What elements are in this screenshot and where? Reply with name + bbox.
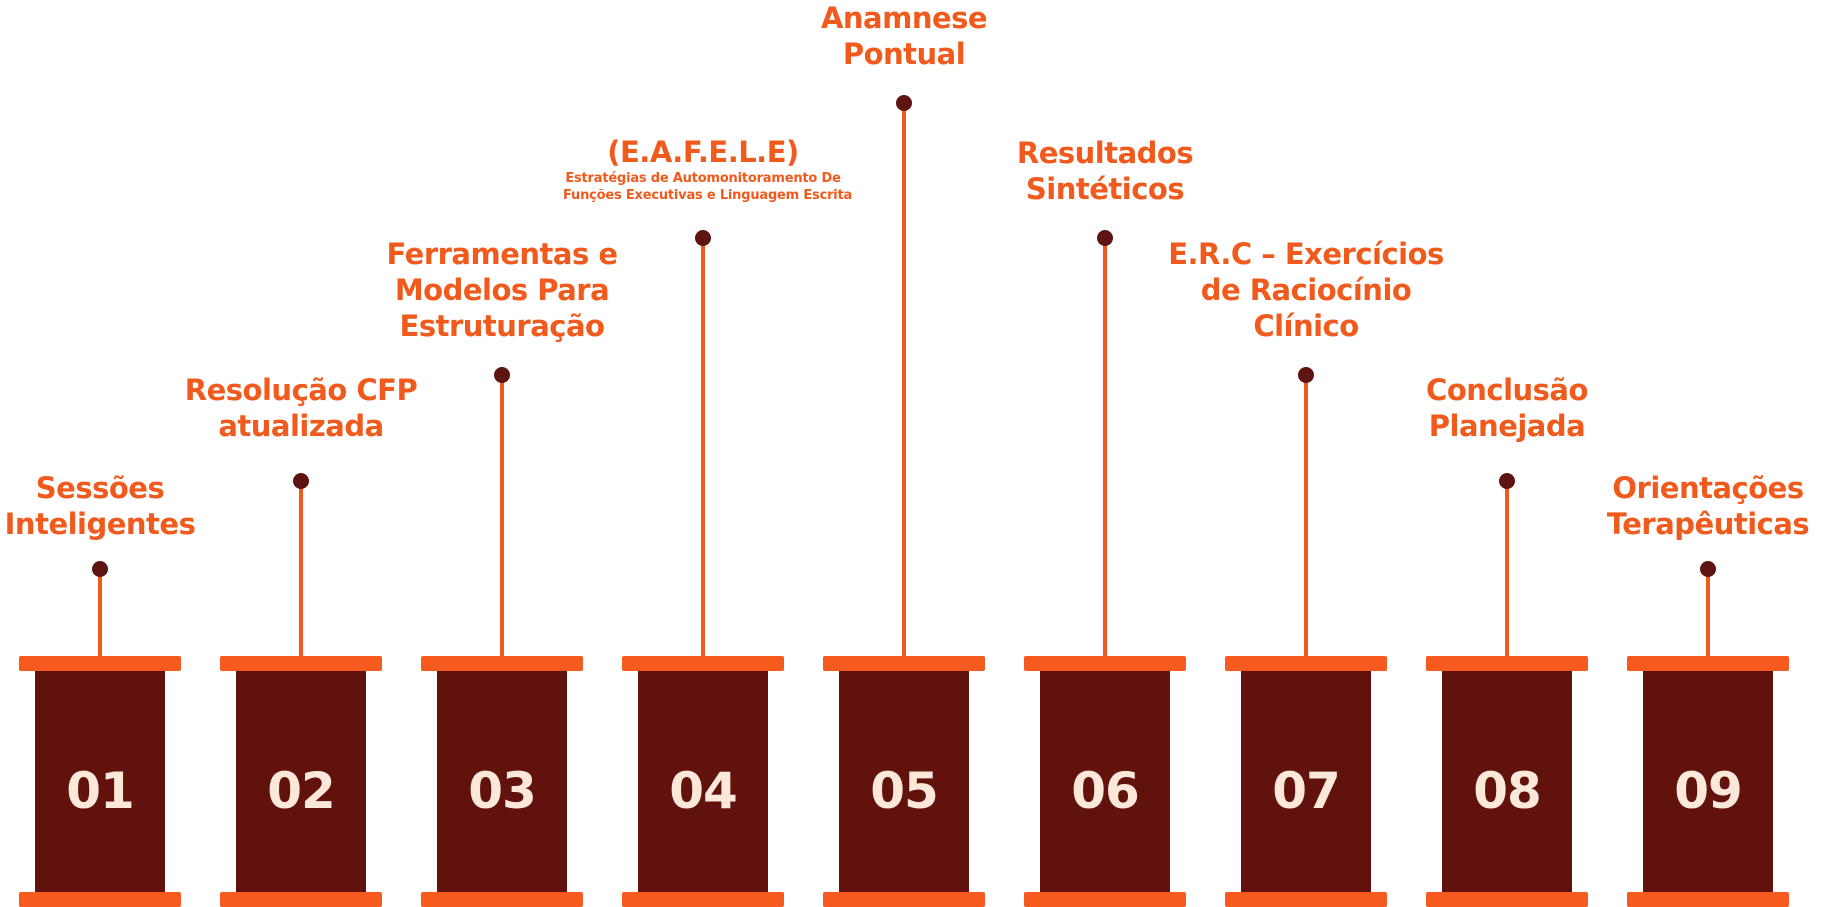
- step-title-line: Anamnese: [820, 1, 988, 35]
- step-title-line: Inteligentes: [4, 507, 196, 541]
- step-title-line: Modelos Para: [394, 273, 610, 307]
- step-title-line: Estruturação: [399, 309, 605, 343]
- connector-dot: [1700, 561, 1716, 577]
- pillar-body: 02: [236, 671, 366, 892]
- step-column: Resolução CFP atualizada 02: [185, 0, 418, 907]
- pillar-body: 07: [1241, 671, 1371, 892]
- pillar-bottom-cap: [1225, 892, 1387, 907]
- step-title-line: (E.A.F.E.L.E): [607, 135, 799, 169]
- connector-stem: [1103, 238, 1107, 656]
- step-title-line: Resultados: [1016, 136, 1194, 170]
- pillar-body: 06: [1040, 671, 1170, 892]
- connector-dot: [494, 367, 510, 383]
- pillar-bottom-cap: [421, 892, 583, 907]
- connector-stem: [701, 238, 705, 656]
- step-title-line: Terapêuticas: [1606, 507, 1810, 541]
- step-label: (E.A.F.E.L.E) Estratégias de Automonitor…: [563, 134, 853, 204]
- connector-dot: [1097, 230, 1113, 246]
- step-label: Ferramentas e Modelos Para Estruturação: [362, 236, 642, 344]
- pillar-top-cap: [1627, 656, 1789, 671]
- pillar-top-cap: [19, 656, 181, 671]
- step-title-line: atualizada: [218, 409, 384, 443]
- pillar-bottom-cap: [622, 892, 784, 907]
- step-label: Anamnese Pontual: [764, 0, 1044, 72]
- pillar-body: 01: [35, 671, 165, 892]
- step-number: 07: [1272, 762, 1341, 820]
- step-title-line: Orientações: [1612, 471, 1804, 505]
- step-column: (E.A.F.E.L.E) Estratégias de Automonitor…: [563, 0, 852, 907]
- step-column: E.R.C – Exercícios de Raciocínio Clínico…: [1168, 0, 1444, 907]
- connector-stem: [500, 375, 504, 656]
- step-subtitle-line: Estratégias de Automonitoramento De: [565, 171, 841, 186]
- pillar-top-cap: [220, 656, 382, 671]
- pillar-top-cap: [421, 656, 583, 671]
- step-number: 09: [1674, 762, 1743, 820]
- pillar-bottom-cap: [19, 892, 181, 907]
- step-label: Conclusão Planejada: [1367, 372, 1647, 444]
- step-column: Resultados Sintéticos 06: [1005, 0, 1205, 907]
- pillar-top-cap: [823, 656, 985, 671]
- step-column: Sessões Inteligentes 01: [0, 0, 200, 907]
- step-title-line: Sessões: [35, 471, 165, 505]
- pillar-body: 04: [638, 671, 768, 892]
- step-title-line: E.R.C – Exercícios: [1168, 237, 1444, 271]
- pillar-top-cap: [622, 656, 784, 671]
- step-number: 05: [870, 762, 939, 820]
- step-label: Orientações Terapêuticas: [1568, 470, 1829, 542]
- pillar-bottom-cap: [823, 892, 985, 907]
- pillar-bottom-cap: [220, 892, 382, 907]
- step-column: Anamnese Pontual 05: [804, 0, 1004, 907]
- step-title-line: Clínico: [1253, 309, 1359, 343]
- step-number: 06: [1071, 762, 1140, 820]
- pillar-bottom-cap: [1627, 892, 1789, 907]
- connector-dot: [1298, 367, 1314, 383]
- step-title-line: Sintéticos: [1025, 172, 1185, 206]
- pillar-body: 09: [1643, 671, 1773, 892]
- connector-stem: [902, 103, 906, 656]
- step-title-line: de Raciocínio: [1200, 273, 1412, 307]
- step-label: E.R.C – Exercícios de Raciocínio Clínico: [1166, 236, 1446, 344]
- step-title-line: Ferramentas e: [386, 237, 618, 271]
- step-title-line: Planejada: [1428, 409, 1586, 443]
- step-column: Orientações Terapêuticas 09: [1607, 0, 1810, 907]
- connector-dot: [293, 473, 309, 489]
- step-subtitle-line: Funções Executivas e Linguagem Escrita: [563, 188, 853, 203]
- step-column: Conclusão Planejada 08: [1407, 0, 1607, 907]
- step-number: 04: [669, 762, 738, 820]
- pillar-body: 08: [1442, 671, 1572, 892]
- connector-dot: [896, 95, 912, 111]
- step-title-line: Pontual: [842, 37, 966, 71]
- connector-dot: [92, 561, 108, 577]
- step-number: 02: [267, 762, 336, 820]
- connector-stem: [1505, 481, 1509, 656]
- step-number: 01: [66, 762, 135, 820]
- connector-stem: [1304, 375, 1308, 656]
- pillar-body: 03: [437, 671, 567, 892]
- step-number: 03: [468, 762, 537, 820]
- connector-dot: [695, 230, 711, 246]
- step-label: Resolução CFP atualizada: [161, 372, 441, 444]
- step-label: Resultados Sintéticos: [965, 135, 1245, 207]
- step-label: Sessões Inteligentes: [0, 470, 240, 542]
- pillar-body: 05: [839, 671, 969, 892]
- pillar-top-cap: [1024, 656, 1186, 671]
- step-title-line: Conclusão: [1426, 373, 1588, 407]
- step-title-line: Resolução CFP: [184, 373, 418, 407]
- connector-dot: [1499, 473, 1515, 489]
- step-number: 08: [1473, 762, 1542, 820]
- pillar-bottom-cap: [1426, 892, 1588, 907]
- connector-stem: [98, 569, 102, 656]
- step-column: Ferramentas e Modelos Para Estruturação …: [387, 0, 618, 907]
- pillar-bottom-cap: [1024, 892, 1186, 907]
- pillar-top-cap: [1225, 656, 1387, 671]
- connector-stem: [1706, 569, 1710, 656]
- pillar-top-cap: [1426, 656, 1588, 671]
- connector-stem: [299, 481, 303, 656]
